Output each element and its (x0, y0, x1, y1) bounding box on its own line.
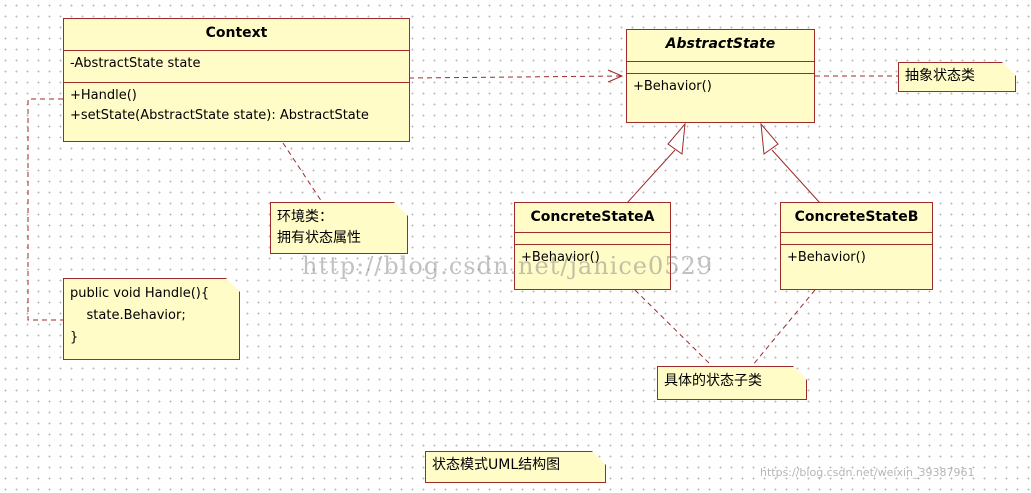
concrete-state-b-operation: +Behavior() (787, 250, 866, 265)
context-attributes: -AbstractState state (64, 51, 409, 83)
concrete-state-b-operations: +Behavior() (781, 245, 932, 271)
corner-watermark: https://blog.csdn.net/weixin_39387961 (760, 466, 975, 479)
abstract-state-class[interactable]: AbstractState +Behavior() (626, 29, 815, 123)
inherit-line-b (771, 149, 821, 204)
context-note-link (282, 142, 323, 203)
abstract-state-note[interactable]: 抽象状态类 (898, 62, 1016, 92)
inherit-line-a (626, 149, 676, 204)
concrete-state-b-class[interactable]: ConcreteStateB +Behavior() (780, 202, 933, 290)
handle-note-link (27, 98, 63, 321)
concrete-state-a-name: ConcreteStateA (515, 203, 670, 233)
concrete-state-a-attributes (515, 233, 670, 245)
concrete-state-b-name: ConcreteStateB (781, 203, 932, 233)
dependency-line (408, 75, 623, 79)
abstract-state-class-name: AbstractState (627, 30, 814, 62)
dependency-arrowhead (607, 69, 624, 83)
abstract-state-operation: +Behavior() (633, 79, 712, 94)
context-note-line-2: 拥有状态属性 (277, 230, 361, 246)
center-watermark: http://blog.csdn.net/janice0529 (302, 252, 714, 280)
concrete-state-b-attributes (781, 233, 932, 245)
inherit-arrow-a (667, 122, 686, 155)
abstract-state-note-text: 抽象状态类 (905, 68, 975, 84)
handle-note-line-3: } (70, 330, 79, 345)
diagram-caption: 状态模式UML结构图 (432, 457, 561, 473)
context-operation-setstate: +setState(AbstractState state): Abstract… (70, 108, 369, 123)
context-note-line-1: 环境类： (277, 209, 333, 225)
concrete-state-a-class[interactable]: ConcreteStateA +Behavior() (514, 202, 671, 290)
handle-note-line-2: state.Behavior; (70, 308, 186, 323)
diagram-caption-note[interactable]: 状态模式UML结构图 (425, 451, 606, 483)
concrete-state-note-text: 具体的状态子类 (664, 373, 762, 389)
abstract-state-attributes (627, 62, 814, 74)
context-attribute: -AbstractState state (70, 56, 201, 71)
abstract-state-operations: +Behavior() (627, 74, 814, 100)
concrete-b-note-link (751, 289, 816, 367)
concrete-state-a-operations: +Behavior() (515, 245, 670, 271)
context-note[interactable]: 环境类： 拥有状态属性 (270, 202, 408, 254)
context-class-name: Context (64, 19, 409, 51)
concrete-state-a-operation: +Behavior() (521, 250, 600, 265)
handle-note-line-1: public void Handle(){ (70, 286, 210, 301)
concrete-state-note[interactable]: 具体的状态子类 (657, 366, 807, 400)
handle-note[interactable]: public void Handle(){ state.Behavior; } (63, 278, 240, 360)
context-class[interactable]: Context -AbstractState state +Handle() +… (63, 18, 410, 142)
inherit-arrow-b (760, 122, 779, 155)
concrete-a-note-link (634, 289, 713, 367)
context-operation-handle: +Handle() (70, 88, 137, 103)
context-operations: +Handle() +setState(AbstractState state)… (64, 83, 409, 129)
